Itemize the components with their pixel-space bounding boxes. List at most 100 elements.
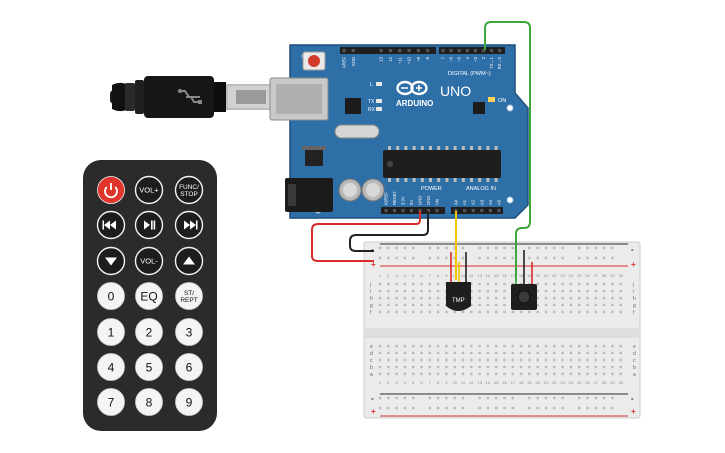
breadboard-hole[interactable]	[619, 289, 622, 293]
breadboard-hole[interactable]	[453, 344, 456, 348]
breadboard-hole[interactable]	[428, 358, 431, 362]
breadboard-hole[interactable]	[403, 303, 407, 307]
breadboard-hole[interactable]	[453, 358, 456, 362]
breadboard-hole[interactable]	[387, 344, 390, 348]
breadboard-hole[interactable]	[611, 365, 614, 369]
power-button[interactable]	[97, 176, 125, 204]
breadboard-hole[interactable]	[428, 282, 431, 286]
header-pin[interactable]	[454, 209, 458, 213]
remote-button[interactable]: 2	[135, 318, 163, 346]
breadboard-hole[interactable]	[445, 365, 448, 369]
breadboard-hole[interactable]	[378, 289, 382, 293]
breadboard-hole[interactable]	[611, 303, 614, 307]
breadboard-hole[interactable]	[403, 365, 407, 369]
breadboard-hole[interactable]	[503, 351, 506, 355]
breadboard-hole[interactable]	[511, 344, 514, 348]
breadboard-hole[interactable]	[403, 344, 407, 348]
breadboard-hole[interactable]	[569, 365, 573, 369]
breadboard-hole[interactable]	[387, 289, 390, 293]
breadboard-hole[interactable]	[478, 358, 481, 362]
breadboard-hole[interactable]	[553, 372, 556, 376]
breadboard-hole[interactable]	[569, 296, 573, 300]
breadboard-hole[interactable]	[436, 282, 440, 286]
header-pin[interactable]	[465, 49, 469, 53]
rewind-button[interactable]	[96, 210, 126, 240]
breadboard-hole[interactable]	[611, 289, 614, 293]
breadboard-hole[interactable]	[478, 282, 481, 286]
breadboard-hole[interactable]	[461, 372, 465, 376]
breadboard-hole[interactable]	[503, 358, 506, 362]
breadboard-hole[interactable]	[619, 365, 622, 369]
breadboard-hole[interactable]	[395, 282, 398, 286]
breadboard-hole[interactable]	[578, 365, 581, 369]
breadboard-hole[interactable]	[511, 351, 514, 355]
breadboard-hole[interactable]	[445, 344, 448, 348]
header-pin[interactable]	[441, 49, 445, 53]
breadboard-hole[interactable]	[470, 358, 473, 362]
breadboard-hole[interactable]	[478, 372, 481, 376]
breadboard-hole[interactable]	[428, 351, 431, 355]
breadboard-hole[interactable]	[586, 344, 589, 348]
breadboard-hole[interactable]	[403, 358, 407, 362]
breadboard-hole[interactable]	[544, 303, 548, 307]
breadboard-hole[interactable]	[378, 358, 382, 362]
breadboard-hole[interactable]	[528, 310, 531, 314]
breadboard-hole[interactable]	[602, 351, 606, 355]
breadboard-hole[interactable]	[578, 372, 581, 376]
breadboard-hole[interactable]	[519, 358, 523, 362]
breadboard-hole[interactable]	[486, 289, 490, 293]
breadboard-hole[interactable]	[412, 344, 415, 348]
breadboard-hole[interactable]	[544, 372, 548, 376]
breadboard-hole[interactable]	[561, 358, 564, 362]
breadboard-hole[interactable]	[561, 289, 564, 293]
breadboard-hole[interactable]	[445, 351, 448, 355]
header-pin[interactable]	[463, 209, 467, 213]
breadboard-hole[interactable]	[602, 296, 606, 300]
breadboard-hole[interactable]	[503, 282, 506, 286]
header-pin[interactable]	[481, 49, 486, 53]
breadboard-hole[interactable]	[478, 296, 481, 300]
breadboard-hole[interactable]	[495, 358, 498, 362]
breadboard-hole[interactable]	[602, 365, 606, 369]
breadboard-hole[interactable]	[395, 344, 398, 348]
breadboard-hole[interactable]	[436, 296, 440, 300]
breadboard-hole[interactable]	[586, 296, 589, 300]
breadboard-hole[interactable]	[569, 358, 573, 362]
breadboard-hole[interactable]	[619, 344, 622, 348]
header-pin[interactable]	[401, 209, 405, 213]
up-arrow-button[interactable]	[174, 246, 204, 276]
breadboard-hole[interactable]	[436, 351, 440, 355]
breadboard-hole[interactable]	[553, 282, 556, 286]
breadboard-hole[interactable]	[428, 365, 431, 369]
breadboard-hole[interactable]	[453, 365, 456, 369]
header-pin[interactable]	[409, 209, 414, 213]
breadboard-hole[interactable]	[478, 310, 481, 314]
breadboard-hole[interactable]	[519, 372, 523, 376]
breadboard-hole[interactable]	[544, 365, 548, 369]
breadboard-hole[interactable]	[461, 344, 465, 348]
breadboard-hole[interactable]	[478, 351, 481, 355]
breadboard-hole[interactable]	[495, 351, 498, 355]
breadboard-hole[interactable]	[561, 365, 564, 369]
breadboard-hole[interactable]	[569, 310, 573, 314]
wire-green[interactable]	[484, 21, 531, 281]
remote-button[interactable]: VOL+	[134, 175, 164, 205]
breadboard-hole[interactable]	[544, 344, 548, 348]
breadboard-hole[interactable]	[445, 358, 448, 362]
breadboard-hole[interactable]	[486, 358, 490, 362]
breadboard-hole[interactable]	[461, 358, 465, 362]
remote-button[interactable]: 0	[97, 282, 125, 310]
breadboard-hole[interactable]	[428, 344, 431, 348]
breadboard-hole[interactable]	[478, 289, 481, 293]
breadboard-hole[interactable]	[511, 365, 514, 369]
breadboard-hole[interactable]	[412, 358, 415, 362]
breadboard-hole[interactable]	[561, 310, 564, 314]
breadboard-hole[interactable]	[378, 282, 382, 286]
breadboard-hole[interactable]	[528, 365, 531, 369]
remote-button[interactable]: FUNC/STOP	[174, 175, 204, 205]
breadboard-hole[interactable]	[602, 282, 606, 286]
header-pin[interactable]	[407, 49, 411, 53]
analog-header[interactable]	[451, 207, 503, 214]
